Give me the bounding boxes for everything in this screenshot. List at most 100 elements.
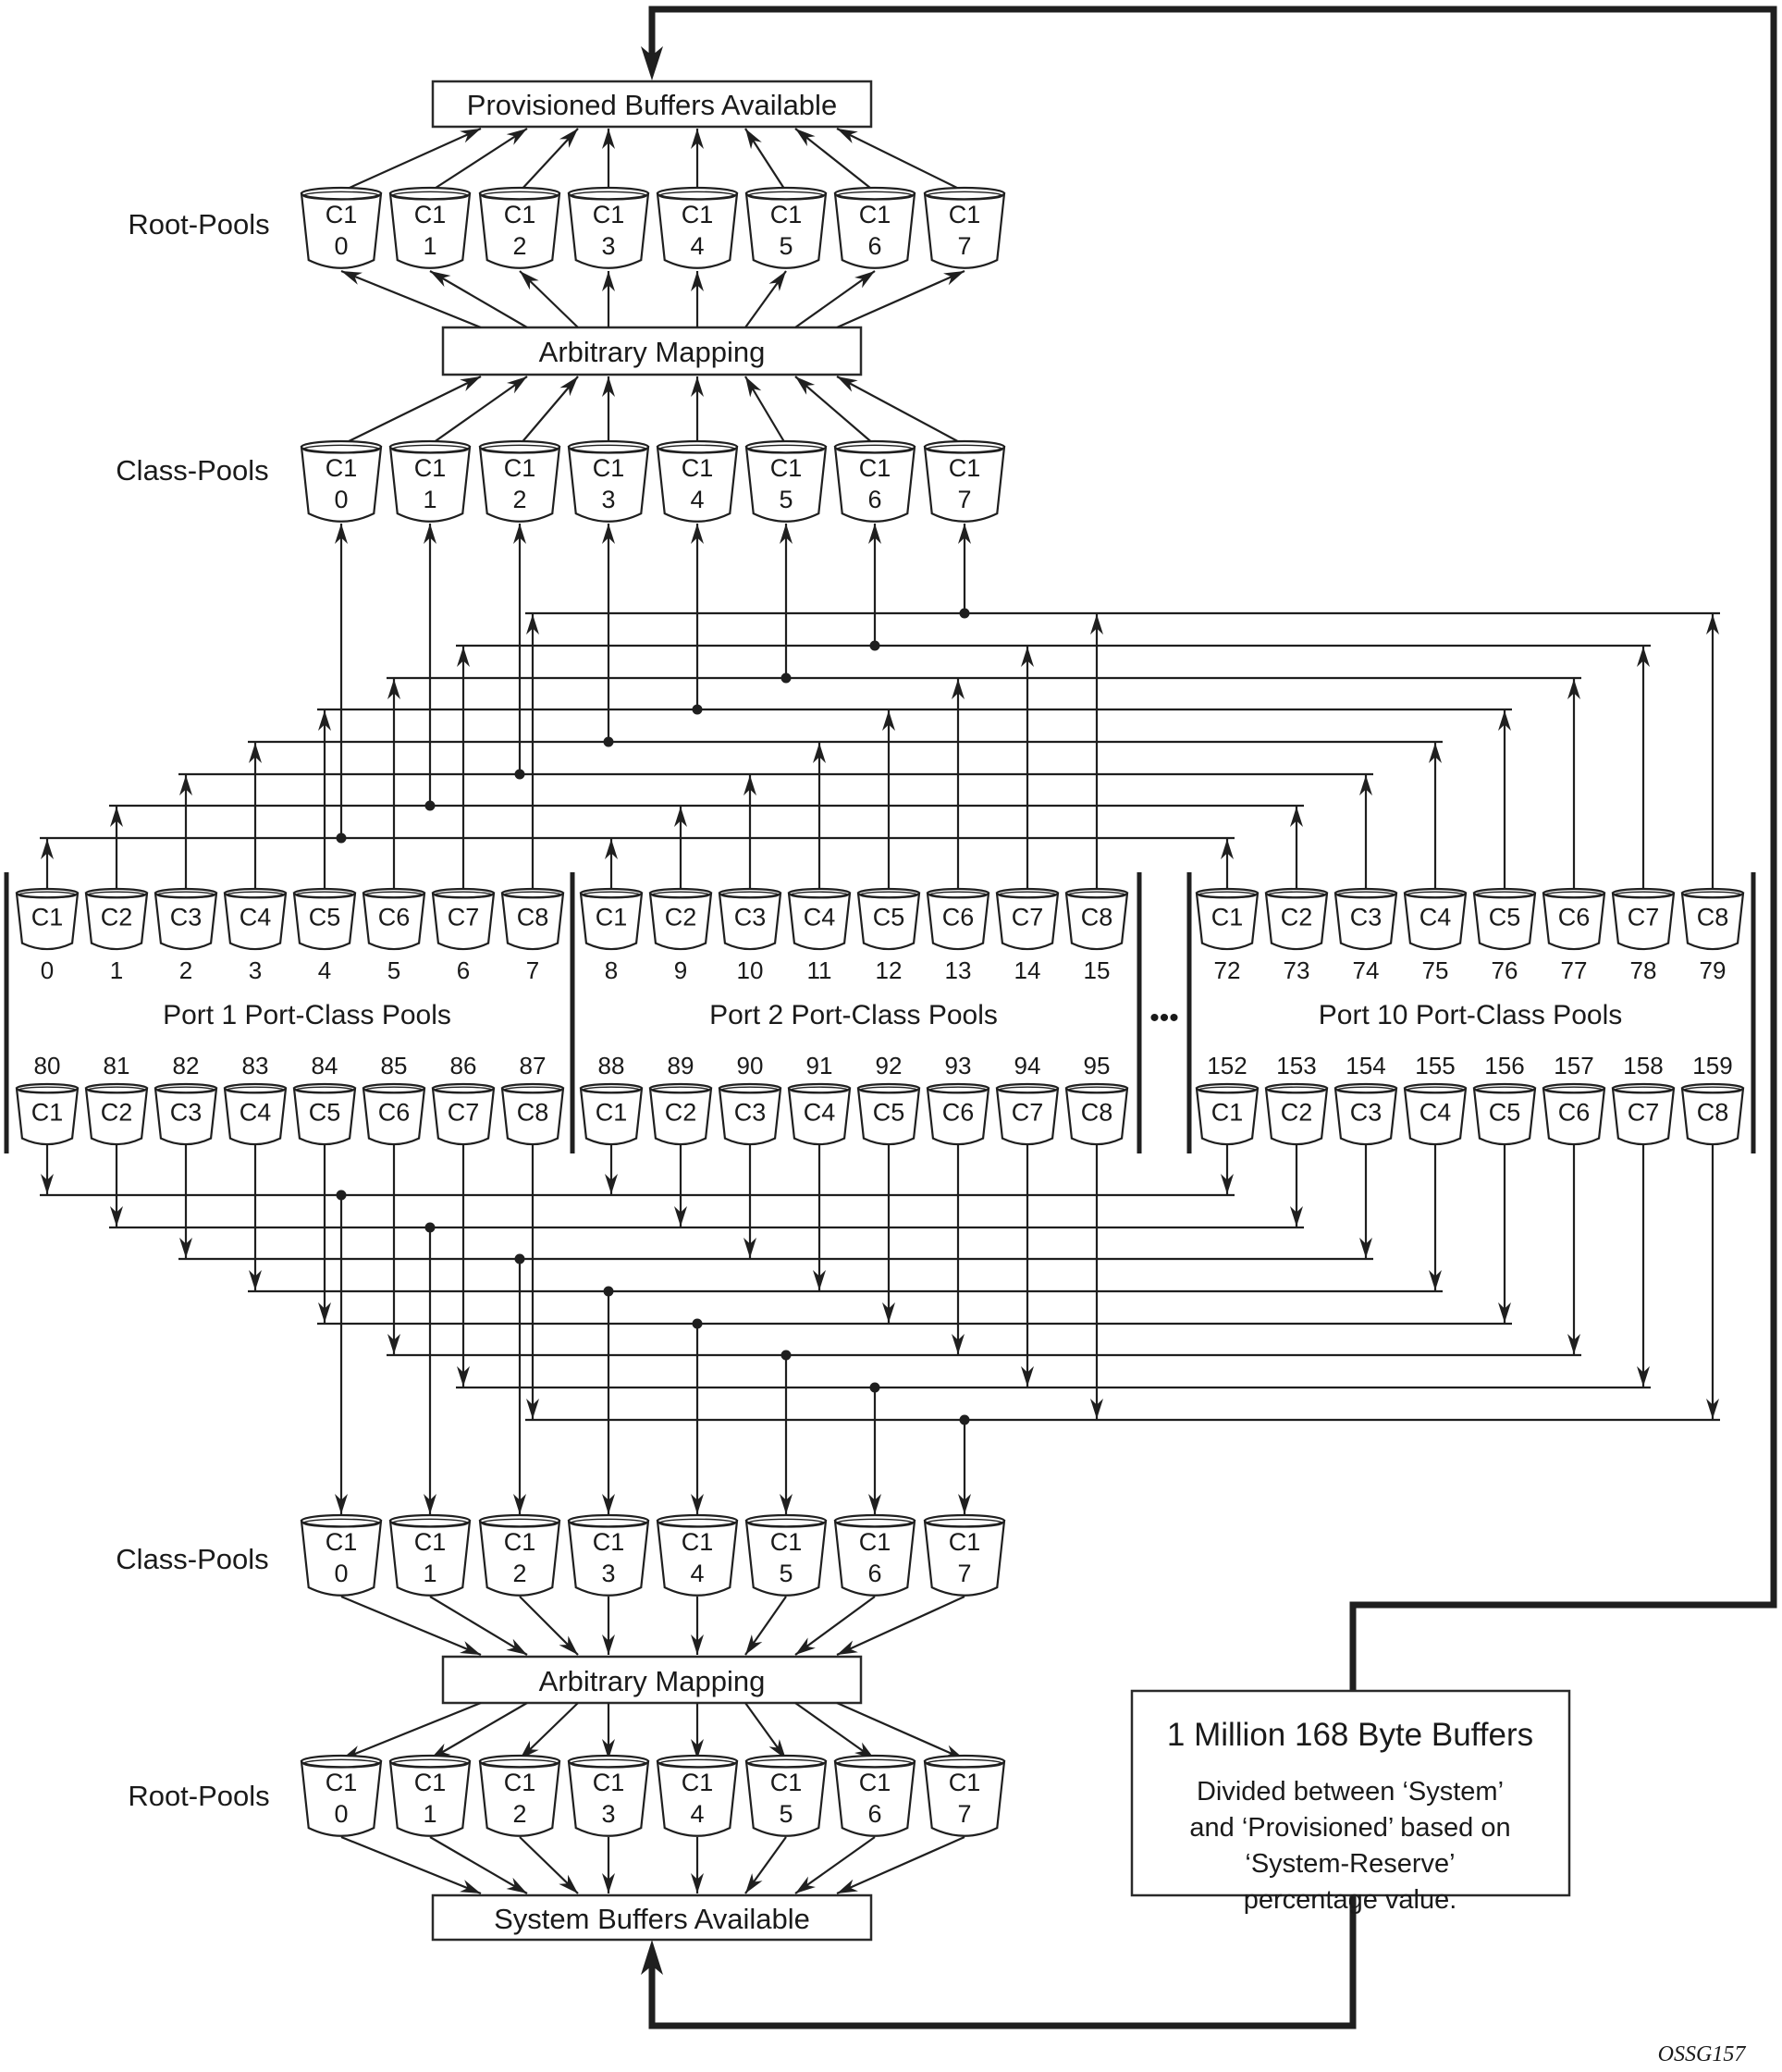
pool-class-label: C1 xyxy=(596,1099,628,1127)
arrow-mapping-to-root-bottom-3-head-icon xyxy=(602,1739,615,1759)
million-buffers-line-4: percentage value. xyxy=(1244,1885,1457,1915)
pool-class-label: C1 xyxy=(414,454,447,482)
pool-class-label: C1 xyxy=(504,201,536,228)
million-buffers-title: 1 Million 168 Byte Buffers xyxy=(1167,1717,1533,1753)
pool-class-label: C5 xyxy=(873,1099,905,1127)
root-pool-top-2: C12 xyxy=(478,186,561,269)
system-buffers-label: System Buffers Available xyxy=(494,1903,810,1935)
million-buffers-line-2: and ‘Provisioned’ based on xyxy=(1189,1813,1510,1843)
arrow-root-to-provisioned-7-head-icon xyxy=(837,129,858,143)
feedback-line-to-provisioned xyxy=(648,6,1777,1691)
arrow-class-to-mapping-7-head-icon xyxy=(837,376,858,392)
port-2-ingress-pool-2: C3 xyxy=(1333,887,1398,951)
pool-class-label: C3 xyxy=(170,904,203,931)
root-pool-bottom-7: C17 xyxy=(923,1754,1006,1837)
arrow-into-provisioned-icon xyxy=(641,46,663,80)
feedback-loop-top xyxy=(641,6,1777,1691)
port-0-ingress-pool-6: C7 xyxy=(431,887,496,951)
ingress-arrow-port1-c7-head-icon xyxy=(1021,647,1034,667)
ingress-pool-id: 13 xyxy=(945,956,972,984)
egress-pool-id: 89 xyxy=(668,1052,694,1079)
pool-class-label: C8 xyxy=(517,904,549,931)
bus-to-class-pool-top-2-head-icon xyxy=(513,524,526,544)
pool-class-label: C1 xyxy=(770,1769,803,1796)
class-pool-bottom-6: C16 xyxy=(833,1513,916,1597)
ingress-pool-id: 2 xyxy=(179,956,192,984)
class-pool-bottom-0: C10 xyxy=(300,1513,383,1597)
class-pools-top-label: Class-Pools xyxy=(116,454,268,487)
arrow-class-to-mapping-bottom-0 xyxy=(340,1595,482,1657)
class-pool-top-2: C12 xyxy=(478,439,561,523)
class-pool-top-6: C16 xyxy=(833,439,916,523)
arrow-class-to-mapping-0 xyxy=(340,376,482,446)
ingress-pool-id: 76 xyxy=(1492,956,1518,984)
arbitrary-mapping-bottom-label: Arbitrary Mapping xyxy=(539,1665,766,1697)
pool-index-label: 1 xyxy=(423,1800,436,1828)
root-pools-bottom-label: Root-Pools xyxy=(128,1780,269,1812)
arbitrary-mapping-top-box: Arbitrary Mapping xyxy=(441,326,863,376)
port-1-egress-pool-7: C8 xyxy=(1064,1082,1129,1146)
class-pool-bottom-7: C17 xyxy=(923,1513,1006,1597)
egress-arrow-port0-c4-head-icon xyxy=(249,1270,262,1290)
port-1-egress-pool-1: C2 xyxy=(648,1082,713,1146)
arrow-root-to-provisioned-6 xyxy=(794,128,876,192)
ingress-arrow-port2-c8-head-icon xyxy=(1706,614,1719,635)
arrow-class-to-mapping-2-head-icon xyxy=(559,376,578,397)
arrow-root-to-system-4-head-icon xyxy=(691,1873,704,1893)
pool-class-label: C1 xyxy=(593,454,625,482)
root-pool-top-6: C16 xyxy=(833,186,916,269)
pool-class-label: C7 xyxy=(1012,1099,1044,1127)
egress-arrow-port0-c8-head-icon xyxy=(526,1399,539,1419)
pool-class-label: C1 xyxy=(31,1099,64,1127)
arrow-root-to-provisioned-0 xyxy=(340,127,482,193)
port-1-egress-pool-3: C4 xyxy=(787,1082,852,1146)
pool-class-label: C4 xyxy=(240,904,272,931)
arrow-class-to-mapping-6 xyxy=(794,376,876,446)
pool-class-label: C8 xyxy=(1697,1099,1729,1127)
pool-class-label: C6 xyxy=(942,1099,975,1127)
arrow-mapping-to-root-7-head-icon xyxy=(943,271,965,286)
ingress-arrow-port1-c8-head-icon xyxy=(1090,614,1103,635)
ingress-arrow-port0-c5-head-icon xyxy=(318,710,331,731)
arrow-mapping-to-root-bottom-2-head-icon xyxy=(520,1740,539,1759)
arrow-class-to-mapping-bottom-5-head-icon xyxy=(745,1634,763,1655)
egress-pool-id: 83 xyxy=(242,1052,269,1079)
class-pool-top-1: C11 xyxy=(388,439,472,523)
arbitrary-mapping-bottom-box: Arbitrary Mapping xyxy=(441,1655,863,1705)
ingress-arrow-port0-c3-head-icon xyxy=(179,775,192,796)
pool-class-label: C3 xyxy=(1350,904,1383,931)
pool-class-label: C1 xyxy=(859,454,891,482)
arrow-class-to-mapping-bottom-0-head-icon xyxy=(460,1641,481,1655)
arrow-mapping-to-root-bottom-7 xyxy=(836,1701,965,1761)
pool-class-label: C1 xyxy=(682,454,714,482)
pool-class-label: C4 xyxy=(804,1099,836,1127)
million-buffers-line-3: ‘System-Reserve’ xyxy=(1245,1849,1455,1879)
egress-pool-id: 158 xyxy=(1623,1052,1663,1079)
ports-ellipsis: ••• xyxy=(1149,1003,1179,1033)
arrow-root-to-system-6-head-icon xyxy=(795,1876,816,1893)
egress-pool-id: 94 xyxy=(1014,1052,1041,1079)
port-0-egress-pool-7: C8 xyxy=(500,1082,565,1146)
root-pools-top-label: Root-Pools xyxy=(128,208,269,240)
pool-class-label: C2 xyxy=(101,904,133,931)
root-pool-bottom-6: C16 xyxy=(833,1754,916,1837)
ingress-pool-id: 1 xyxy=(110,956,123,984)
pool-class-label: C1 xyxy=(326,1528,358,1556)
port-2-ingress-pool-0: C1 xyxy=(1195,887,1260,951)
pool-class-label: C1 xyxy=(949,1528,981,1556)
pool-class-label: C8 xyxy=(1081,1099,1113,1127)
port-2-egress-pool-2: C3 xyxy=(1333,1082,1398,1146)
class-pool-bottom-3: C13 xyxy=(567,1513,650,1597)
pool-class-label: C1 xyxy=(770,1528,803,1556)
arrow-root-to-system-1-head-icon xyxy=(506,1877,527,1893)
egress-arrow-port2-c5-head-icon xyxy=(1498,1302,1511,1323)
port-1-ingress-pool-6: C7 xyxy=(995,887,1060,951)
arrow-root-to-system-0 xyxy=(340,1835,482,1895)
ingress-arrow-port0-c6-head-icon xyxy=(387,679,400,699)
egress-arrow-port0-c3-head-icon xyxy=(179,1238,192,1258)
arrow-root-to-provisioned-4-head-icon xyxy=(691,129,704,149)
ingress-pool-id: 7 xyxy=(526,956,539,984)
class-pool-bottom-4: C14 xyxy=(656,1513,739,1597)
pool-class-label: C1 xyxy=(593,1769,625,1796)
ingress-arrow-port1-c1-head-icon xyxy=(605,839,618,859)
